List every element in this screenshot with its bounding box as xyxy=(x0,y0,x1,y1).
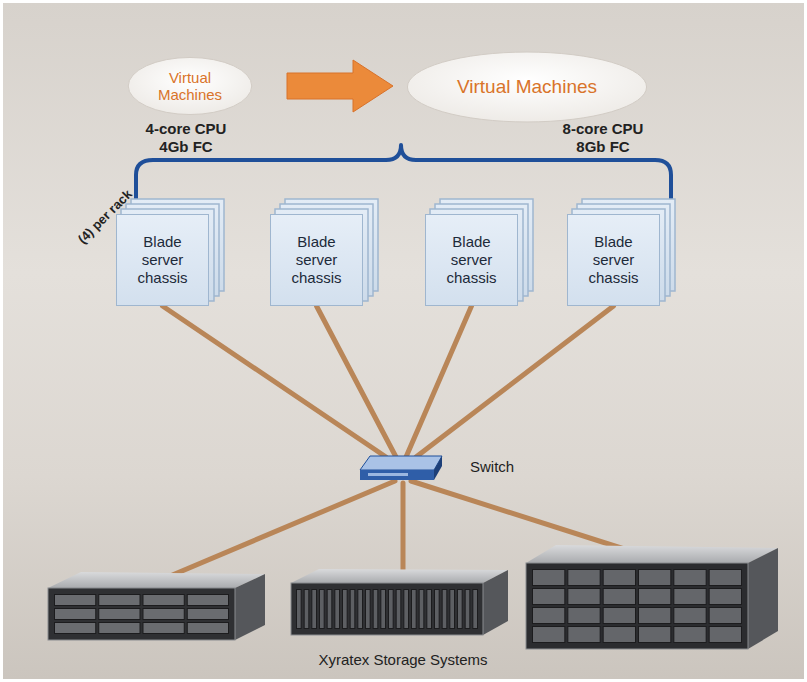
fc-link xyxy=(406,306,472,457)
vm-label: Virtual Machines xyxy=(150,69,230,104)
chassis-box: Blade server chassis xyxy=(425,214,518,306)
switch-icon xyxy=(358,454,444,484)
fc-link xyxy=(163,306,387,457)
switch-node: Switch xyxy=(358,454,548,484)
fc-link xyxy=(416,306,614,457)
chassis-box: Blade server chassis xyxy=(116,214,209,306)
spec-label: 4-core CPU 4Gb FC xyxy=(140,120,232,156)
fc-link xyxy=(317,306,397,457)
spec-label: 8-core CPU 8Gb FC xyxy=(557,120,649,156)
storage-device xyxy=(526,545,778,649)
background-panel: Virtual Machines Virtual MachinesBlade se… xyxy=(3,3,804,679)
vm-ellipse: Virtual Machines xyxy=(127,55,253,117)
migration-arrow xyxy=(287,60,393,112)
chassis-label: Blade server chassis xyxy=(579,233,649,287)
chassis-label: Blade server chassis xyxy=(282,233,352,287)
vm-ellipse: Virtual Machines xyxy=(405,49,649,125)
chassis-label: Blade server chassis xyxy=(128,233,198,287)
storage-device xyxy=(291,569,508,635)
connector-layer xyxy=(3,3,804,679)
chassis-box: Blade server chassis xyxy=(567,214,660,306)
illustration xyxy=(3,3,804,679)
switch-label: Switch xyxy=(470,458,514,475)
storage-device xyxy=(48,572,265,640)
chassis-box: Blade server chassis xyxy=(270,214,363,306)
caption-label: Xyratex Storage Systems xyxy=(303,651,503,669)
chassis-label: Blade server chassis xyxy=(437,233,507,287)
vm-label: Virtual Machines xyxy=(457,76,597,98)
